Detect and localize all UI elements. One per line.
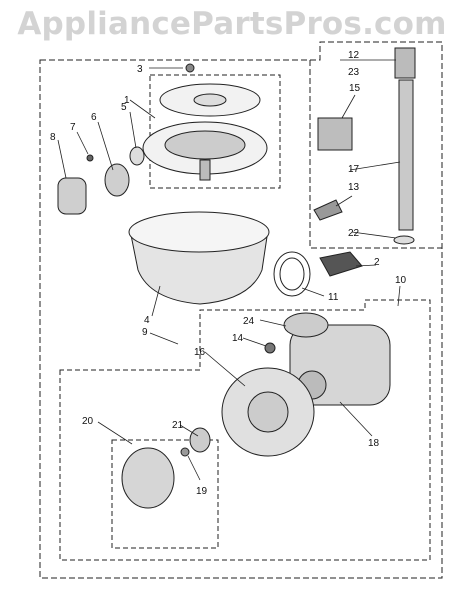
site-watermark: AppliancePartsPros.com <box>17 6 447 42</box>
callout-18: 18 <box>368 438 380 449</box>
callout-3: 3 <box>137 64 143 75</box>
callout-5: 5 <box>121 102 127 113</box>
hose-17 <box>398 79 414 231</box>
callout-15: 15 <box>349 83 361 94</box>
callout-8: 8 <box>50 132 56 143</box>
part-5 <box>129 146 145 166</box>
part-23 <box>394 47 416 79</box>
part-19 <box>180 447 190 457</box>
callout-13: 13 <box>348 182 360 193</box>
part-13 <box>313 199 343 221</box>
part-15 <box>317 117 353 151</box>
callout-16: 16 <box>194 347 206 358</box>
screw-3 <box>185 63 195 73</box>
callout-20: 20 <box>82 416 94 427</box>
callout-21: 21 <box>172 420 184 431</box>
callout-19: 19 <box>196 486 208 497</box>
motor-assembly-box <box>59 299 431 561</box>
callout-1: 1 <box>124 95 130 106</box>
outer-frame <box>39 41 443 579</box>
callout-14: 14 <box>232 333 244 344</box>
part-24 <box>283 312 329 338</box>
callout-24: 24 <box>243 316 255 327</box>
callout-7: 7 <box>70 122 76 133</box>
callout-2: 2 <box>374 257 380 268</box>
hose-assembly-box <box>309 60 442 249</box>
callout-6: 6 <box>91 112 97 123</box>
part-2 <box>319 251 363 277</box>
callout-17: 17 <box>348 164 360 175</box>
callout-9: 9 <box>142 327 148 338</box>
part-6 <box>104 163 130 197</box>
callout-11: 11 <box>328 292 339 303</box>
callout-23: 23 <box>348 67 360 78</box>
callout-12: 12 <box>348 50 360 61</box>
part-7 <box>86 154 94 162</box>
callout-4: 4 <box>144 315 150 326</box>
gasket-11 <box>273 251 311 297</box>
callout-22: 22 <box>348 228 360 239</box>
seal-21 <box>189 427 211 453</box>
part-8 <box>57 177 87 215</box>
impeller-box <box>111 439 219 549</box>
impeller-20 <box>121 447 175 509</box>
callout-10: 10 <box>395 275 407 286</box>
nut-14 <box>264 342 276 354</box>
part-22 <box>393 235 415 245</box>
